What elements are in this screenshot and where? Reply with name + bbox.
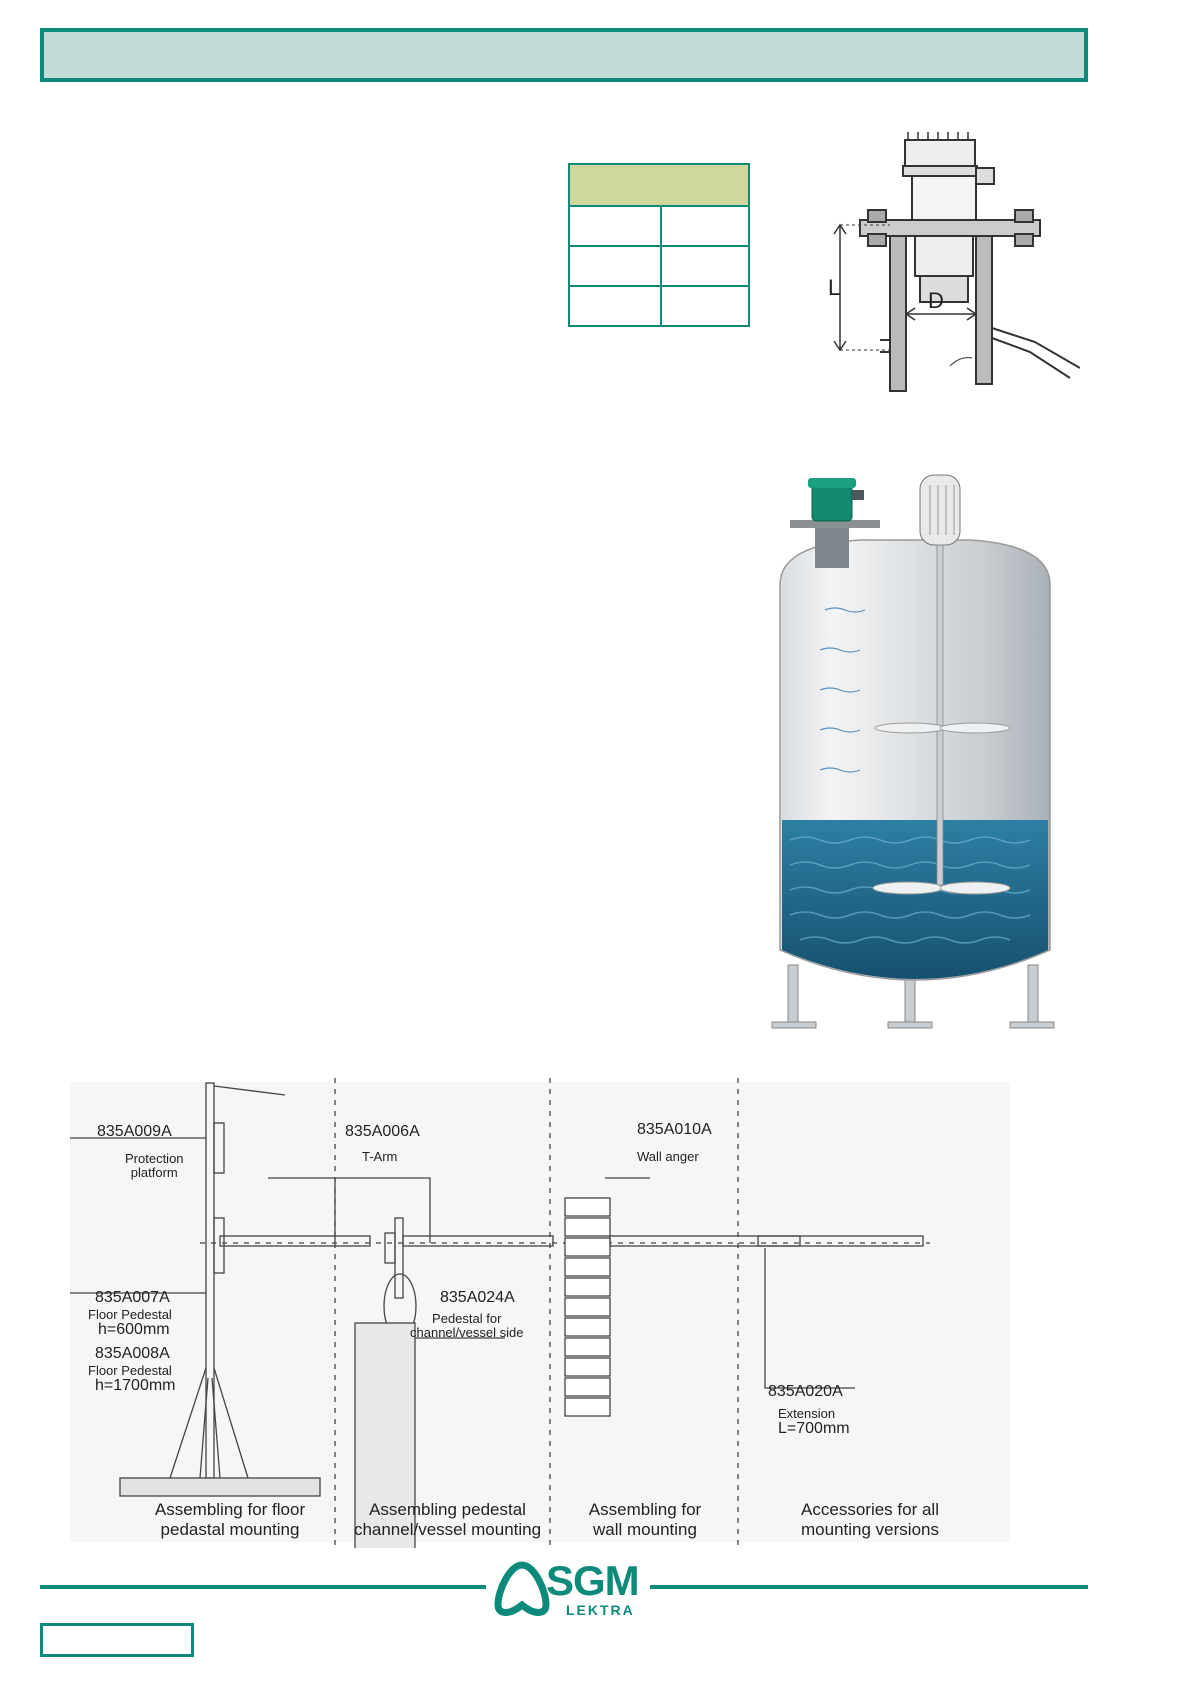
part-desc: Wall anger — [637, 1149, 699, 1164]
part-code: 835A006A — [345, 1123, 420, 1140]
part-code: 835A009A — [97, 1123, 172, 1140]
part-desc: Pedestal for channel/vessel side — [410, 1311, 524, 1340]
brand-sub: LEKTRA — [566, 1602, 635, 1618]
part-desc: Floor Pedestal — [88, 1307, 172, 1322]
part-code: 835A020A — [768, 1383, 843, 1400]
part-code: 835A010A — [637, 1121, 712, 1138]
part-desc: Floor Pedestal — [88, 1363, 172, 1378]
mounting-caption: Assembling for wall mounting — [588, 1500, 702, 1540]
part-code: 835A024A — [440, 1289, 515, 1306]
part-code: 835A008A — [95, 1345, 170, 1362]
table-cell — [662, 287, 748, 325]
part-spec: L=700mm — [778, 1420, 850, 1437]
footer-rule-right — [650, 1585, 1088, 1589]
mounting-accessories-panel — [70, 1082, 1010, 1542]
mounting-caption: Assembling pedestal channel/vessel mount… — [353, 1500, 542, 1540]
mounting-drawing — [70, 1078, 930, 1548]
tank-illustration — [771, 474, 1055, 1029]
mounting-caption: Assembling for floor pedastal mounting — [154, 1500, 306, 1540]
table-cell — [570, 247, 662, 287]
part-desc: Extension — [778, 1406, 836, 1421]
mounting-caption: Accessories for all mounting versions — [801, 1500, 939, 1540]
dim-length-label: L — [828, 275, 840, 300]
part-desc: T-Arm — [362, 1149, 398, 1164]
header-band — [40, 28, 1088, 82]
dimension-table — [568, 163, 750, 327]
part-spec: h=1700mm — [95, 1377, 176, 1394]
flange-mount-drawing: L D — [828, 132, 1080, 392]
table-cell — [662, 207, 748, 247]
brand-name: SGM — [546, 1557, 640, 1604]
dim-diameter-label: D — [928, 288, 944, 313]
table-cell — [662, 247, 748, 287]
brand-logo-icon — [494, 1561, 550, 1616]
part-code: 835A007A — [95, 1289, 170, 1306]
part-desc: Protection platform — [125, 1151, 184, 1180]
footer-rule-left — [40, 1585, 486, 1589]
part-spec: h=600mm — [98, 1321, 170, 1338]
table-cell — [570, 207, 662, 247]
page-label-box — [40, 1623, 194, 1657]
dimension-table-header — [570, 165, 748, 207]
table-cell — [570, 287, 662, 325]
